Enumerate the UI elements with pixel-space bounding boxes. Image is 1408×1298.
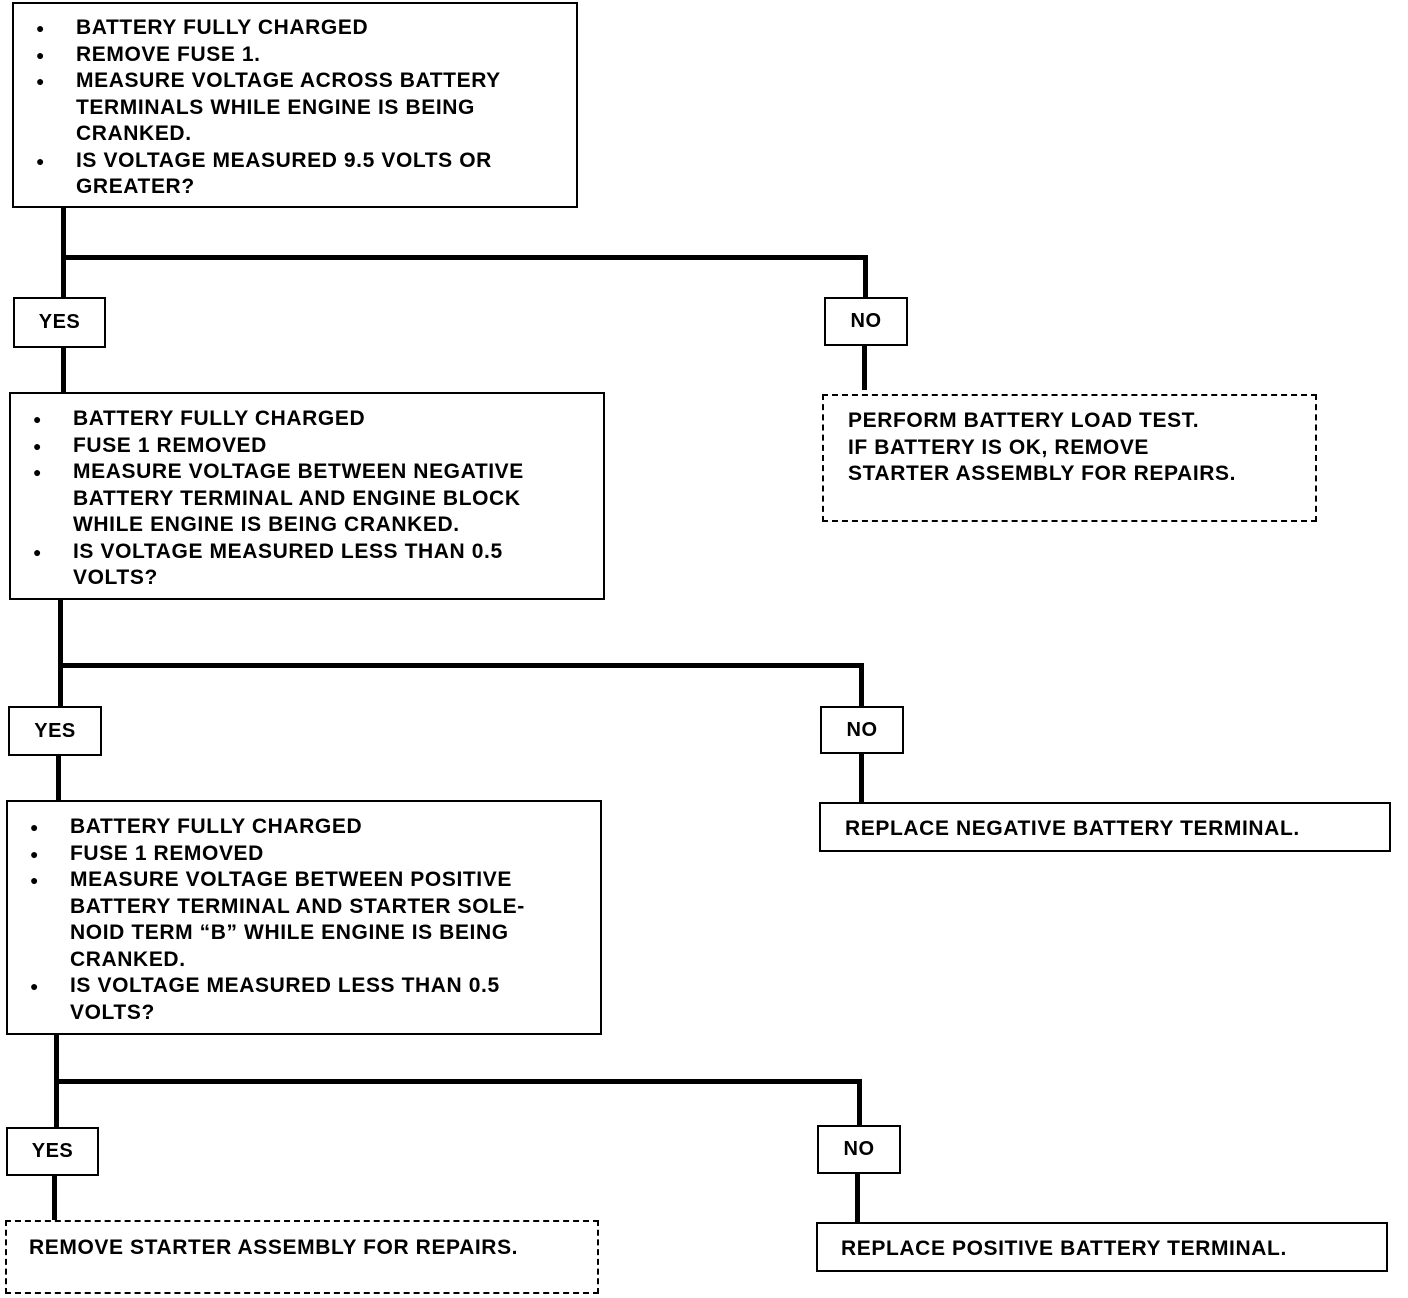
step-1-box: BATTERY FULLY CHARGED REMOVE FUSE 1. MEA… xyxy=(12,2,578,208)
action-line: REPLACE POSITIVE BATTERY TERMINAL. xyxy=(841,1237,1287,1260)
bullet-item: IS VOLTAGE MEASURED 9.5 VOLTS OR GREATER… xyxy=(14,148,576,201)
action-line: PERFORM BATTERY LOAD TEST. xyxy=(848,409,1200,432)
connector-line xyxy=(855,1172,860,1222)
step-3-bullets: BATTERY FULLY CHARGED FUSE 1 REMOVED MEA… xyxy=(8,814,600,1026)
bullet-item: MEASURE VOLTAGE BETWEEN POSITIVE BATTERY… xyxy=(8,867,600,973)
connector-line xyxy=(61,255,868,260)
battery-load-test-box: PERFORM BATTERY LOAD TEST. IF BATTERY IS… xyxy=(822,394,1317,522)
yes-label-1: YES xyxy=(13,297,106,348)
step-3-box: BATTERY FULLY CHARGED FUSE 1 REMOVED MEA… xyxy=(6,800,602,1035)
bullet-item: BATTERY FULLY CHARGED xyxy=(14,15,576,42)
connector-line xyxy=(58,598,63,706)
step-2-box: BATTERY FULLY CHARGED FUSE 1 REMOVED MEA… xyxy=(9,392,605,600)
bullet-item: IS VOLTAGE MEASURED LESS THAN 0.5 VOLTS? xyxy=(8,973,600,1026)
no-label-1: NO xyxy=(824,297,908,346)
action-line: REMOVE STARTER ASSEMBLY FOR REPAIRS. xyxy=(29,1236,519,1259)
yes-label-2: YES xyxy=(8,706,102,756)
connector-line xyxy=(61,347,66,392)
bullet-item: BATTERY FULLY CHARGED xyxy=(8,814,600,841)
step-2-bullets: BATTERY FULLY CHARGED FUSE 1 REMOVED MEA… xyxy=(11,406,603,592)
replace-negative-terminal-box: REPLACE NEGATIVE BATTERY TERMINAL. xyxy=(819,802,1391,852)
connector-line xyxy=(61,206,66,297)
bullet-item: REMOVE FUSE 1. xyxy=(14,42,576,69)
bullet-item: FUSE 1 REMOVED xyxy=(8,841,600,868)
no-label-2: NO xyxy=(820,706,904,754)
bullet-item: MEASURE VOLTAGE ACROSS BATTERY TERMINALS… xyxy=(14,68,576,148)
connector-line xyxy=(56,755,61,801)
connector-line xyxy=(857,1079,862,1125)
no-label-3: NO xyxy=(817,1125,901,1174)
remove-starter-box: REMOVE STARTER ASSEMBLY FOR REPAIRS. xyxy=(5,1220,599,1294)
bullet-item: FUSE 1 REMOVED xyxy=(11,433,603,460)
replace-positive-terminal-box: REPLACE POSITIVE BATTERY TERMINAL. xyxy=(816,1222,1388,1272)
action-line: REPLACE NEGATIVE BATTERY TERMINAL. xyxy=(845,817,1300,840)
connector-line xyxy=(52,1175,57,1222)
action-line: STARTER ASSEMBLY FOR REPAIRS. xyxy=(848,462,1237,485)
action-line: IF BATTERY IS OK, REMOVE xyxy=(848,435,1150,459)
connector-line xyxy=(859,752,864,802)
step-1-bullets: BATTERY FULLY CHARGED REMOVE FUSE 1. MEA… xyxy=(14,15,576,201)
connector-line xyxy=(58,663,864,668)
connector-line xyxy=(863,255,868,297)
bullet-item: BATTERY FULLY CHARGED xyxy=(11,406,603,433)
bullet-item: MEASURE VOLTAGE BETWEEN NEGATIVE BATTERY… xyxy=(11,459,603,539)
yes-label-3: YES xyxy=(6,1127,99,1176)
bullet-item: IS VOLTAGE MEASURED LESS THAN 0.5 VOLTS? xyxy=(11,539,603,592)
connector-line xyxy=(862,345,867,390)
connector-line xyxy=(54,1079,862,1084)
connector-line xyxy=(859,663,864,706)
